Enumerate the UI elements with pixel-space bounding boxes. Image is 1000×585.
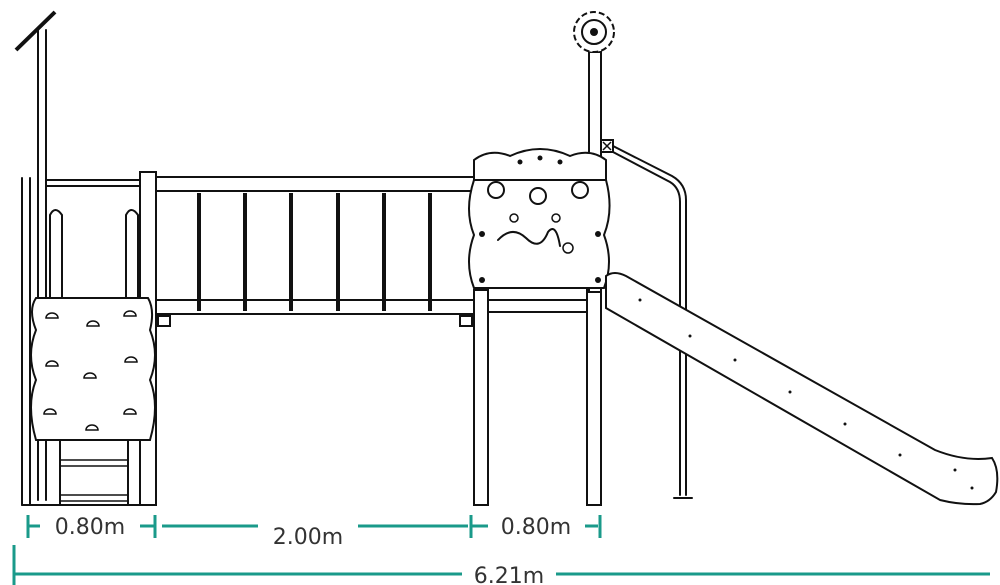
- right-tower: [468, 11, 693, 506]
- bridge-bars: [197, 193, 432, 311]
- flower-finial-icon: [573, 11, 615, 53]
- slide: [605, 272, 999, 506]
- roof-panel: [473, 148, 607, 181]
- dimension-lines: [12, 515, 990, 585]
- dimension-labels: 0.80m 2.00m 0.80m 6.21m: [55, 515, 571, 585]
- climbing-holds: [43, 310, 138, 431]
- right-tower-post-right: [586, 289, 602, 506]
- dim-left-tower-label: 0.80m: [55, 515, 125, 540]
- play-panel: [468, 179, 611, 289]
- flag-icon: [14, 10, 57, 52]
- climbing-wall-panel: [30, 297, 156, 441]
- slide-chute: [605, 272, 999, 506]
- left-tower: [14, 10, 157, 506]
- dim-right-tower-label: 0.80m: [501, 515, 571, 540]
- bridge-top-rail: [155, 176, 475, 192]
- bridge-deck: [155, 299, 475, 315]
- dim-total-label: 6.21m: [474, 564, 544, 585]
- right-tower-post-left: [473, 289, 489, 506]
- dim-bridge-label: 2.00m: [273, 525, 343, 550]
